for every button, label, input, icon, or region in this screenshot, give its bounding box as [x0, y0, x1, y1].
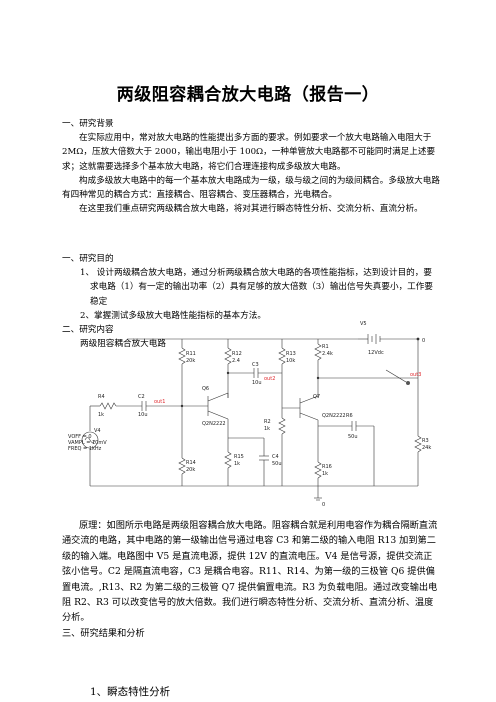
label-c4: C4 [272, 454, 279, 460]
section-heading-content: 二、研究内容 [62, 325, 114, 336]
label-r4: R4 [98, 394, 105, 400]
label-q6: Q6 [202, 386, 209, 392]
paragraph: 在实际应用中，常对放大电路的性能提出多方面的要求。例如要求一个放大电路输入电阻大… [62, 133, 436, 172]
label-ground: 0 [322, 502, 325, 508]
label-r11-val: 20k [186, 358, 195, 364]
net-out3: out3 [410, 372, 421, 378]
label-v4-freq: FREQ = 1kHz [68, 446, 102, 452]
label-v5: V5 [360, 321, 367, 327]
label-r2-val: 1k [264, 426, 270, 432]
label-r3-val: 24k [422, 445, 431, 451]
label-r6-val: 50u [348, 434, 358, 440]
section-purpose: 一、研究目的 1、 设计两级耦合放大电路，通过分析两级耦合放大电路的各项性能指标… [62, 252, 440, 351]
section-heading-purpose: 一、研究目的 [62, 254, 114, 264]
label-r14: R14 [186, 460, 196, 466]
label-q7-part: Q2N2222 [322, 413, 346, 419]
label-v4-vampl: VAMPL = 10mV [68, 440, 107, 446]
label-r12-val: 2.4 [232, 358, 240, 364]
document-title: 两级阻容耦合放大电路（报告一） [116, 85, 380, 105]
paragraph: 构成多级放大电路中的每一个基本放大电路成为一级，级与级之间的为级间耦合。多级放大… [62, 175, 440, 201]
label-c2-val: 10u [138, 412, 148, 418]
label-node0-top: 0 [422, 338, 425, 344]
label-r14-val: 20k [186, 467, 195, 473]
circuit-diagram: V5 12Vdc R11 20k R12 2.4 R13 10k R1 2.4k… [68, 321, 431, 508]
section-heading-results: 三、研究结果和分析 [62, 627, 145, 639]
subheading: 两级阻容耦合放大电路 [80, 339, 166, 350]
section-heading-background: 一、研究背景 [62, 119, 114, 129]
label-q6-part: Q2N2222 [202, 421, 226, 427]
label-r1: R1 [322, 344, 329, 350]
net-out1: out1 [154, 399, 165, 405]
label-c3: C3 [252, 362, 259, 368]
label-r16-val: 1k [322, 471, 328, 477]
label-r15: R15 [234, 454, 244, 460]
label-c4-val: 50u [272, 461, 282, 467]
label-q7: Q7 [313, 394, 320, 400]
label-r15-val: 1k [234, 461, 240, 467]
label-c3-val: 10u [252, 380, 262, 386]
label-r13: R13 [286, 351, 296, 357]
label-r1-val: 2.4k [322, 351, 333, 357]
label-v5-val: 12Vdc [368, 350, 384, 356]
paragraph: 原理：如图所示电路是两级阻容耦合放大电路。阻容耦合就是利用电容作为耦合隔断直流通… [62, 520, 438, 624]
list-item: 2、掌握测试多级放大电路性能指标的基本方法。 [80, 310, 266, 321]
section-background: 一、研究背景 在实际应用中，常对放大电路的性能提出多方面的要求。例如要求一个放大… [62, 117, 440, 216]
label-r4-val: 1k [98, 412, 104, 418]
net-out2: out2 [264, 376, 275, 382]
section-principle: 原理：如图所示电路是两级阻容耦合放大电路。阻容耦合就是利用电容作为耦合隔断直流通… [62, 518, 440, 641]
label-r13-val: 10k [286, 358, 295, 364]
label-c2: C2 [138, 394, 145, 400]
label-r16: R16 [322, 464, 332, 470]
label-v4-voff: VOFF = 0 [68, 434, 92, 440]
label-r6: R6 [346, 413, 353, 419]
paragraph: 在这里我们重点研究两级耦合放大电路，将对其进行瞬态特性分析、交流分析、直流分析。 [79, 204, 423, 215]
list-item: 1、瞬态特性分析 [90, 686, 171, 698]
label-r11: R11 [186, 351, 196, 357]
label-v4: V4 [94, 428, 101, 434]
label-r2: R2 [264, 419, 271, 425]
label-r3: R3 [422, 438, 429, 444]
label-r12: R12 [232, 351, 242, 357]
list-item: 1、 设计两级耦合放大电路，通过分析两级耦合放大电路的各项性能指标，达到设计目的… [80, 268, 433, 307]
